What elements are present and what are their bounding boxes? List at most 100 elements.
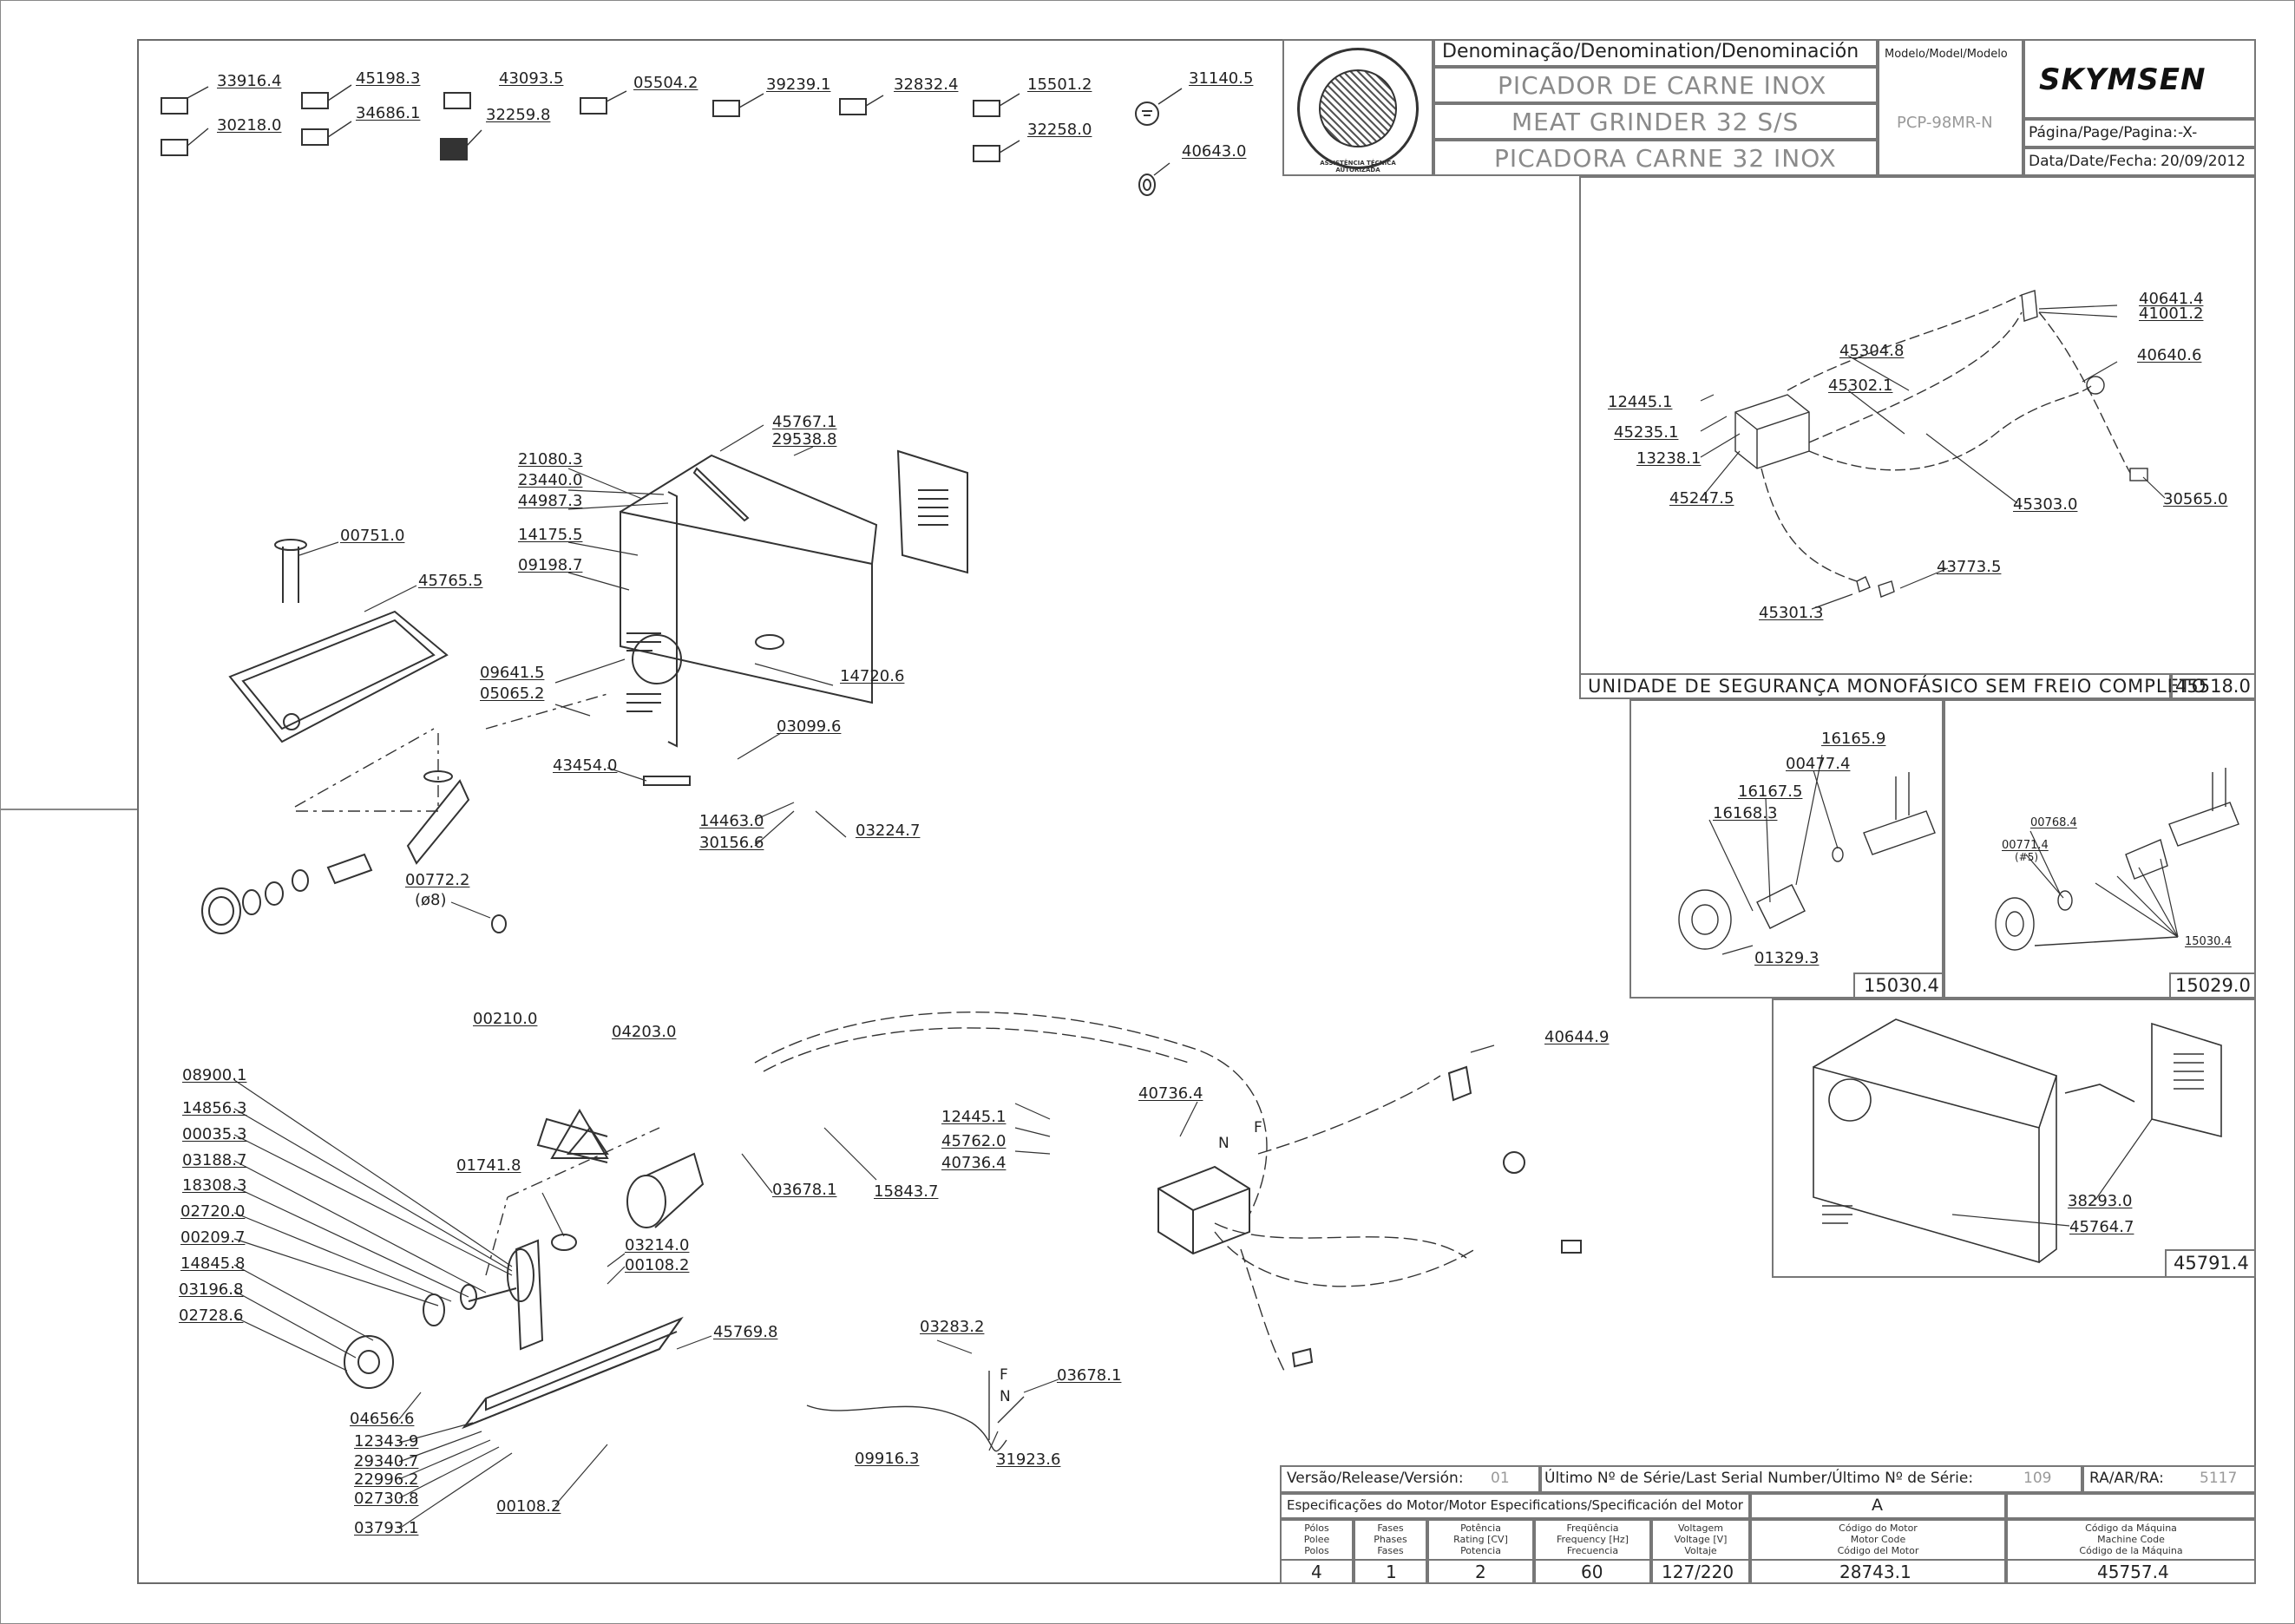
version-cell <box>1280 1465 1540 1493</box>
part-label: 40736.4 <box>941 1154 1007 1172</box>
safety-unit-caption-cell <box>1579 673 2171 699</box>
part-label: 03214.0 <box>625 1236 690 1254</box>
part-label: 12445.1 <box>1608 393 1673 411</box>
part-label: 00108.2 <box>496 1497 561 1516</box>
motor-variant-cell <box>1750 1493 2006 1519</box>
part-label: 02720.0 <box>180 1202 246 1221</box>
part-label: 00768.4 <box>2030 816 2077 829</box>
power-cable <box>806 1371 1025 1452</box>
part-label: 45304.8 <box>1839 342 1905 360</box>
part-label: 40736.4 <box>1138 1084 1203 1103</box>
part-label: 15030.4 <box>2185 935 2232 948</box>
spec-value-rating: 2 <box>1475 1562 1486 1582</box>
part-label: 04203.0 <box>612 1023 677 1041</box>
part-label: 03678.1 <box>772 1181 837 1199</box>
part-label: 45765.5 <box>418 572 483 590</box>
safety-unit-wires <box>1761 294 2131 582</box>
part-label: 01329.3 <box>1754 949 1820 967</box>
wire-label-phase: F <box>1254 1119 1262 1136</box>
leader-lines <box>233 304 2179 1529</box>
assembly-centerlines <box>294 693 660 1276</box>
ra-label: RA/AR/RA: <box>2089 1470 2164 1487</box>
page-value: -X- <box>2178 124 2198 141</box>
name-en: MEAT GRINDER 32 S/S <box>1511 108 1800 136</box>
label-sticker-symbols <box>161 92 1159 196</box>
name-pt: PICADOR DE CARNE INOX <box>1498 71 1827 100</box>
part-label: 45769.8 <box>713 1323 778 1341</box>
part-label: 44987.3 <box>518 492 583 510</box>
tray-drawing <box>228 539 449 743</box>
wiring-harness <box>754 1012 1476 1372</box>
part-label: 30156.6 <box>699 834 764 852</box>
spec-value-voltage: 127/220 <box>1662 1562 1734 1582</box>
part-label: 32832.4 <box>894 75 959 94</box>
part-label: 29340.7 <box>354 1452 419 1470</box>
part-label: 16168.3 <box>1713 804 1778 822</box>
kit1-code-cell <box>1853 972 1944 999</box>
housing-code: 45791.4 <box>2174 1253 2249 1274</box>
spec-value-phases: 1 <box>1386 1562 1397 1582</box>
motor-spec-label: Especificações do Motor/Motor Especifica… <box>1287 1497 1743 1513</box>
part-label: 45302.1 <box>1828 377 1893 395</box>
part-label: 14720.6 <box>840 667 905 685</box>
part-label: 02730.8 <box>354 1490 419 1508</box>
safety-unit-code: 45518.0 <box>2175 676 2251 697</box>
part-label: 31140.5 <box>1189 69 1254 88</box>
part-label: 16165.9 <box>1821 730 1886 748</box>
kit-15029-drawing <box>1995 768 2239 951</box>
safety-unit-frame <box>1579 176 2256 699</box>
part-label: 03196.8 <box>179 1280 244 1299</box>
machine-spec-cell <box>2006 1493 2256 1519</box>
page-cell <box>2023 119 2256 147</box>
ra-value: 5117 <box>2200 1470 2238 1487</box>
part-label: 00209.7 <box>180 1228 246 1247</box>
kit1-code: 15030.4 <box>1864 975 1939 996</box>
wire-label-phase-2: F <box>1000 1366 1008 1384</box>
part-label: 15843.7 <box>874 1182 939 1201</box>
seal-cell <box>1282 39 1433 176</box>
part-label: 32259.8 <box>486 106 551 124</box>
part-label: 33916.4 <box>217 72 282 90</box>
motor-spec-cell <box>1280 1493 1750 1519</box>
part-label: 03678.1 <box>1057 1366 1122 1385</box>
safety-unit-caption: UNIDADE DE SEGURANÇA MONOFÁSICO SEM FREI… <box>1588 676 2207 697</box>
page-label: Página/Page/Pagina: <box>2029 124 2178 141</box>
part-label: 00477.4 <box>1786 755 1851 773</box>
part-label: 04656.6 <box>350 1410 415 1428</box>
date-value: 20/09/2012 <box>2161 153 2246 170</box>
part-label: 05065.2 <box>480 684 545 703</box>
model-header: Modelo/Model/Modelo <box>1885 48 2008 61</box>
part-label: 23440.0 <box>518 471 583 489</box>
name-pt-cell <box>1433 67 1878 103</box>
part-label: 34686.1 <box>356 104 421 122</box>
part-label: 38293.0 <box>2068 1192 2133 1210</box>
wire-label-neutral: N <box>1218 1135 1229 1152</box>
part-label: 00772.2 <box>405 871 470 889</box>
control-box-lower <box>1157 1065 1582 1368</box>
denomination-header-cell <box>1433 39 1878 67</box>
part-label: 39239.1 <box>766 75 831 94</box>
part-label: 40643.0 <box>1182 142 1247 160</box>
part-label: 21080.3 <box>518 450 583 468</box>
part-label: 29538.8 <box>772 430 837 449</box>
housing-inset-frame <box>1772 999 2256 1278</box>
part-label: 00210.0 <box>473 1010 538 1028</box>
model-value: PCP-98MR-N <box>1897 114 1993 132</box>
part-label: 45235.1 <box>1614 423 1679 442</box>
part-label: 14175.5 <box>518 526 583 544</box>
part-label: 09916.3 <box>855 1450 920 1468</box>
housing-inset-drawing <box>1813 1018 2222 1264</box>
motor-drawing <box>344 1117 705 1430</box>
spec-value-frequency: 60 <box>1581 1562 1603 1582</box>
frame-edge-line <box>0 809 137 810</box>
part-label: 08900.1 <box>182 1066 247 1084</box>
part-label: 32258.0 <box>1027 121 1092 139</box>
part-label: 13238.1 <box>1636 449 1702 468</box>
part-label: 45303.0 <box>2013 495 2078 514</box>
part-label: 01741.8 <box>456 1156 521 1175</box>
part-label: 30218.0 <box>217 116 282 134</box>
part-label: 03099.6 <box>777 717 842 736</box>
